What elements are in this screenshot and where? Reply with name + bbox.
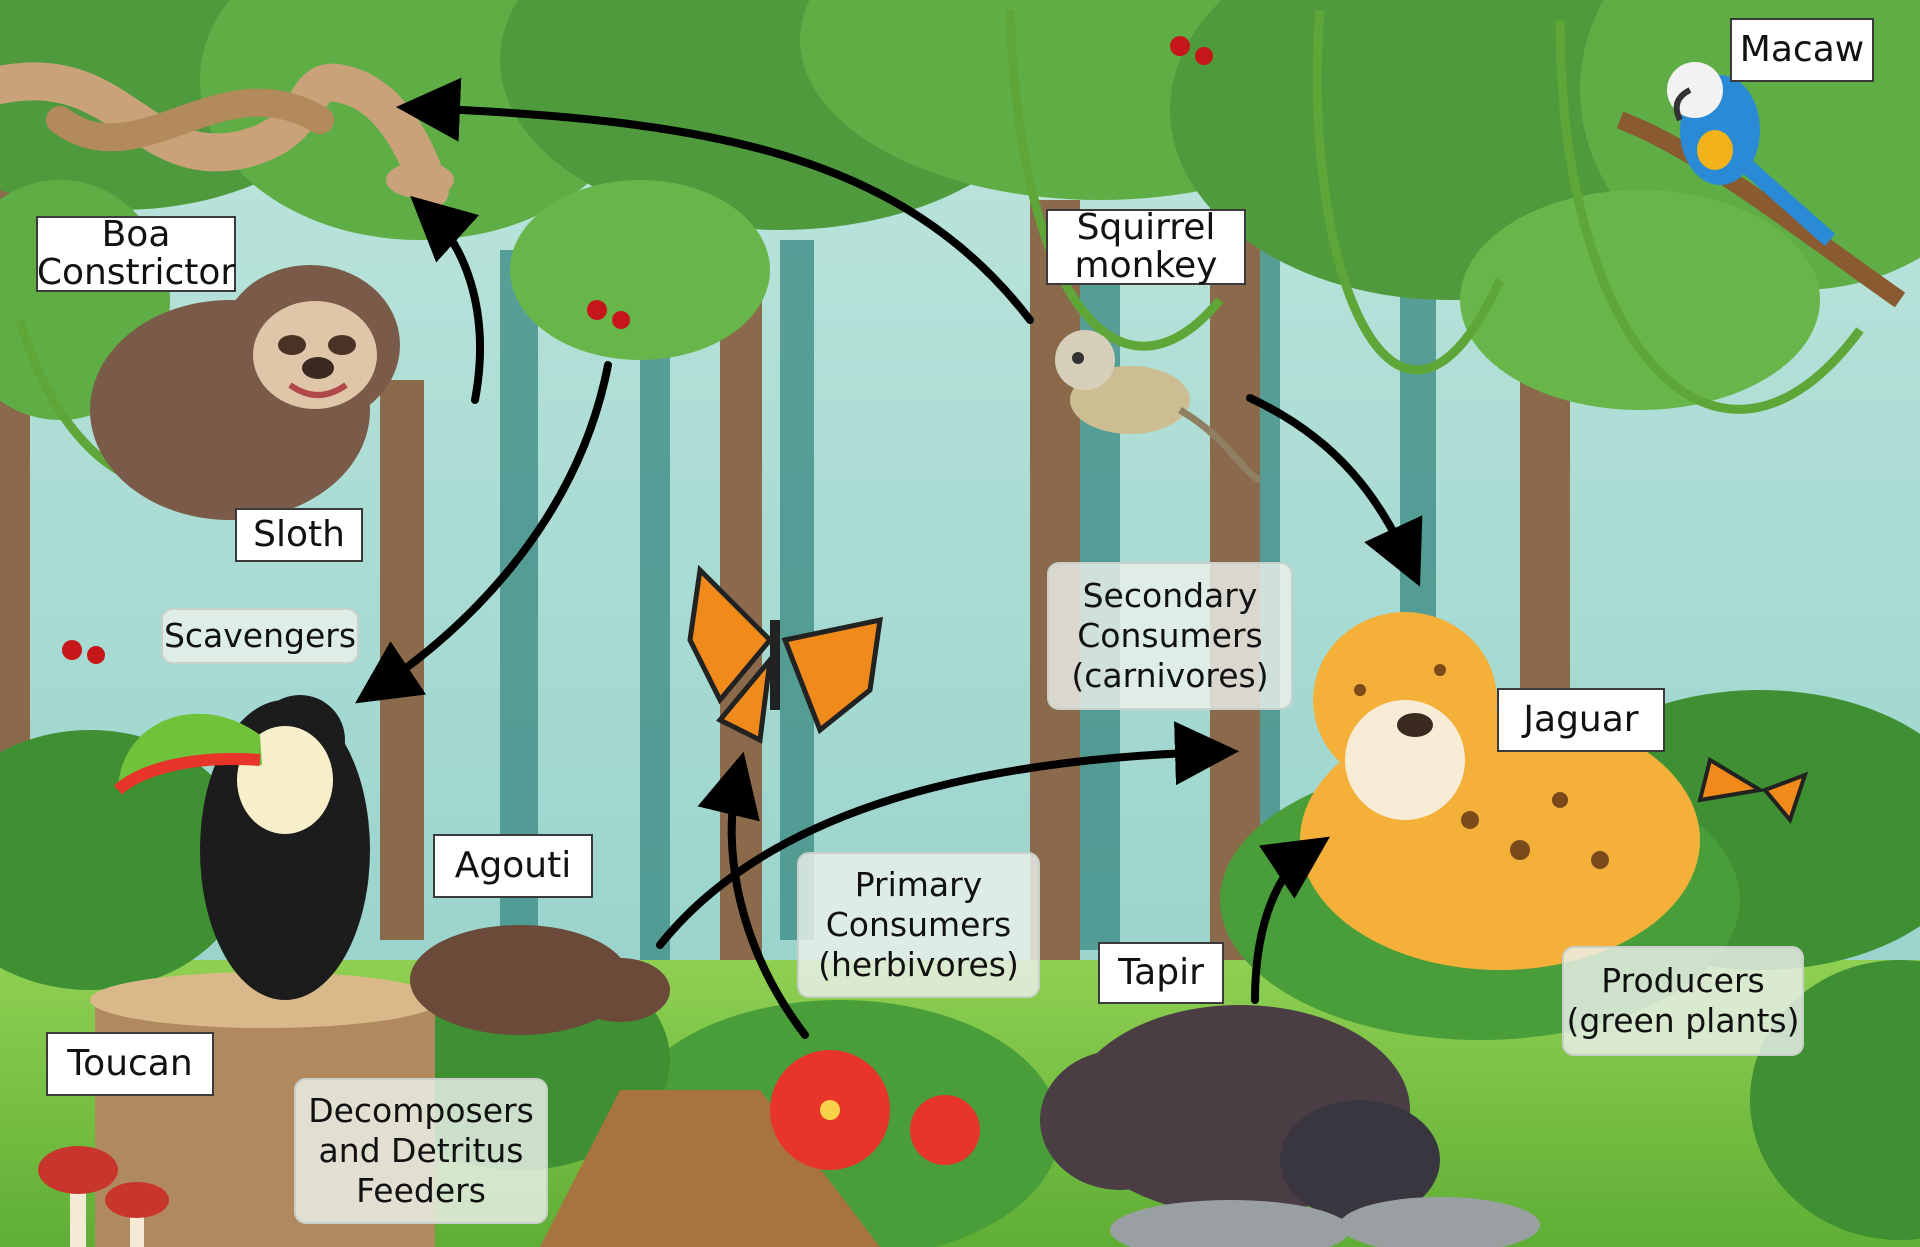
jaguar-illustration — [1300, 612, 1700, 970]
category-scavengers: Scavengers — [161, 608, 359, 664]
berries — [62, 36, 1213, 664]
label-boa-line2: Constrictor — [36, 252, 236, 293]
label-tapir: Tapir — [1098, 942, 1224, 1004]
arrow-sloth-to-boa — [410, 195, 484, 404]
macaw-illustration — [1616, 62, 1906, 308]
sloth-illustration — [90, 265, 400, 520]
label-boa-line1: Boa — [101, 214, 171, 256]
category-decomposers-line2: and Detritus — [318, 1130, 524, 1170]
toucan-illustration — [113, 695, 370, 1000]
category-primary-line1: Primary — [854, 864, 983, 904]
label-squirrel-monkey-line1: Squirrel — [1076, 207, 1216, 249]
tapir-illustration — [1040, 1005, 1440, 1220]
hibiscus-flower-illustration — [770, 1050, 980, 1170]
dirt-path — [540, 1090, 880, 1247]
label-toucan: Toucan — [46, 1032, 214, 1096]
label-squirrel-monkey-line2: monkey — [1074, 245, 1218, 286]
rocks — [1110, 1197, 1540, 1247]
monarch-butterfly-illustration — [687, 564, 883, 744]
label-sloth: Sloth — [235, 508, 363, 562]
category-secondary-line2: Consumers — [1077, 615, 1263, 655]
arrow-tapir-to-jaguar — [1251, 836, 1330, 1004]
category-primary-line2: Consumers — [825, 904, 1012, 944]
boa-constrictor-illustration — [0, 62, 454, 209]
label-jaguar: Jaguar — [1497, 688, 1665, 752]
label-agouti: Agouti — [433, 834, 593, 898]
small-butterfly-illustration — [1697, 756, 1809, 825]
arrow-flower-to-butterfly — [697, 751, 809, 1039]
category-decomposers-line3: Feeders — [356, 1171, 486, 1211]
category-secondary-line3: (carnivores) — [1071, 656, 1269, 696]
agouti-illustration — [410, 925, 670, 1035]
arrow-monkey-to-boa — [396, 77, 1034, 324]
category-producers: Producers(green plants) — [1562, 946, 1804, 1056]
category-decomposers-line1: Decomposers — [308, 1090, 534, 1130]
squirrel-monkey-illustration — [1055, 330, 1262, 484]
category-producers-line1: Producers — [1601, 960, 1765, 1000]
arrow-monkey-to-jaguar — [1246, 394, 1423, 587]
category-secondary-line1: Secondary — [1082, 575, 1258, 615]
arrow-agouti-to-jaguar — [656, 721, 1239, 949]
mushrooms — [38, 1146, 169, 1247]
category-producers-line2: (green plants) — [1566, 1001, 1800, 1040]
category-primary-line3: (herbivores) — [818, 945, 1019, 985]
arrow-berries-to-toucan — [355, 361, 612, 704]
label-macaw: Macaw — [1730, 18, 1874, 82]
food-web-arrows — [355, 77, 1423, 1039]
